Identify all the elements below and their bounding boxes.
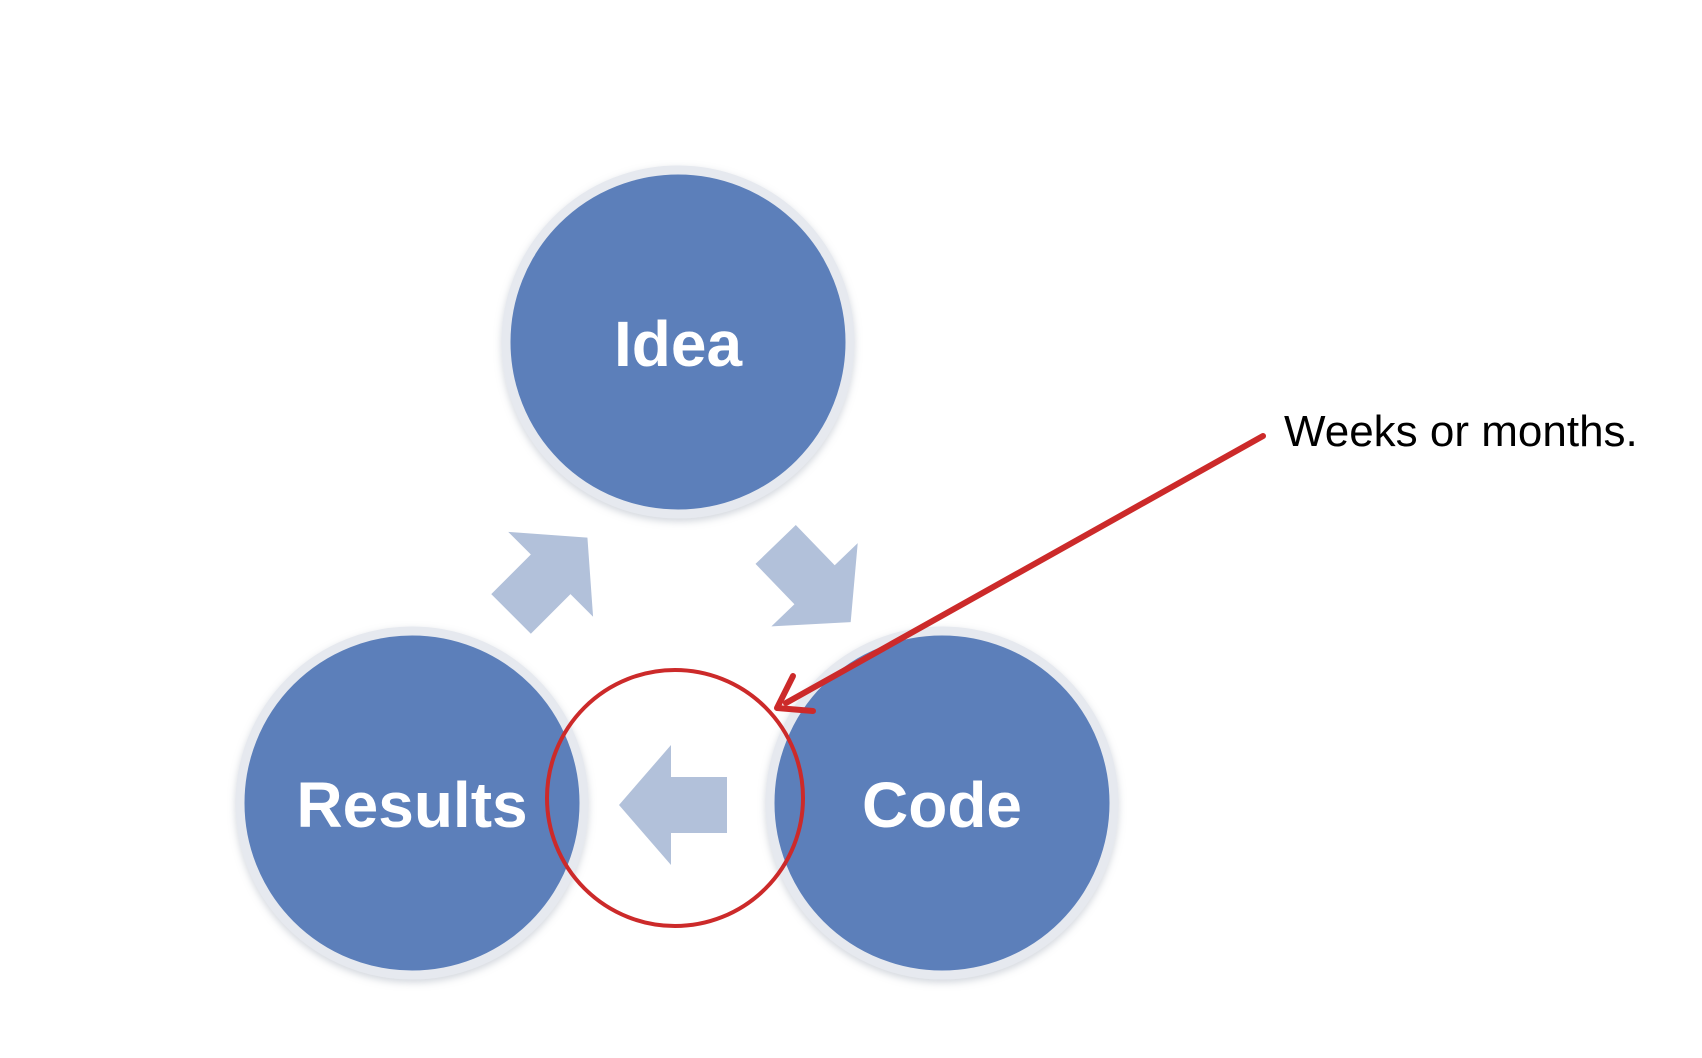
node-results-label: Results xyxy=(296,769,527,841)
node-code: Code xyxy=(765,626,1119,980)
node-results: Results xyxy=(235,626,589,980)
arrow-code-to-results xyxy=(619,745,727,865)
node-code-label: Code xyxy=(862,769,1022,841)
highlight-circle xyxy=(545,668,805,928)
annotation-text: Weeks or months. xyxy=(1284,407,1638,456)
node-idea-label: Idea xyxy=(614,308,742,380)
arrow-results-to-idea xyxy=(491,531,594,634)
arrow-idea-to-code xyxy=(755,525,858,627)
pointer-arrow xyxy=(774,433,1266,714)
node-idea: Idea xyxy=(501,165,855,519)
